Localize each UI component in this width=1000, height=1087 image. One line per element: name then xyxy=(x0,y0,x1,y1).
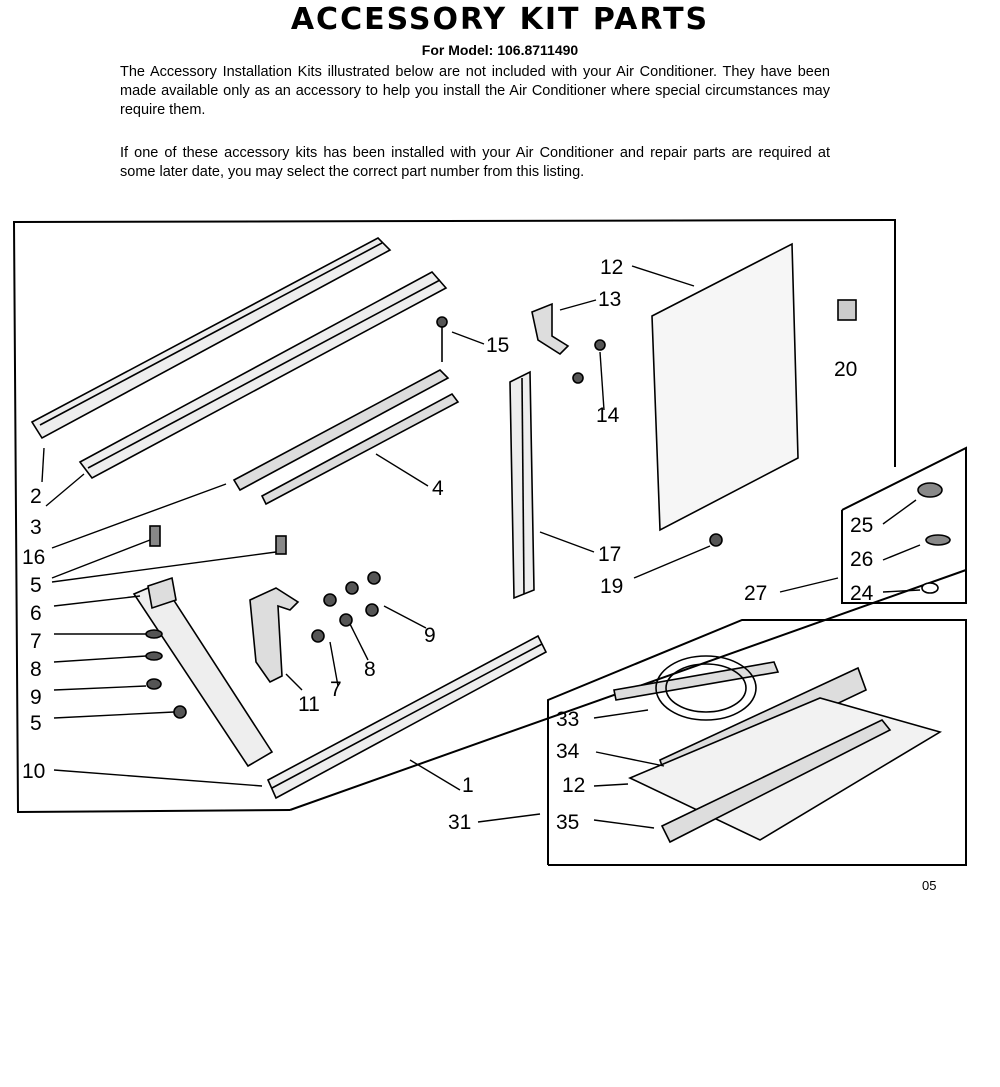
bracket-part-13 xyxy=(531,302,570,356)
callout-31: 31 xyxy=(448,811,471,834)
callout-34: 34 xyxy=(556,740,580,763)
strap-part-33 xyxy=(613,661,780,701)
callout-33: 33 xyxy=(556,708,579,731)
panel-part-12 xyxy=(651,242,799,532)
callout-5-lower: 5 xyxy=(30,712,42,735)
callout-35: 35 xyxy=(556,811,579,834)
rail-part-35 xyxy=(660,719,892,844)
page-code: 05 xyxy=(922,878,937,893)
callout-12-lower: 12 xyxy=(562,774,585,797)
callout-9-right: 9 xyxy=(424,624,436,647)
callout-27: 27 xyxy=(744,582,767,605)
callout-20: 20 xyxy=(834,358,857,381)
bracket-part-11 xyxy=(249,587,300,684)
callout-8: 8 xyxy=(30,658,42,681)
callout-1: 1 xyxy=(462,774,474,797)
sill-rail-part-1 xyxy=(266,634,548,800)
callout-2: 2 xyxy=(30,485,42,508)
rail-part-2 xyxy=(30,237,392,440)
callout-26: 26 xyxy=(850,548,873,571)
callout-7-right: 7 xyxy=(330,678,342,701)
rail-part-4b xyxy=(260,392,460,506)
page-title: ACCESSORY KIT PARTS xyxy=(290,2,710,37)
callout-14: 14 xyxy=(596,404,620,427)
callout-19: 19 xyxy=(600,575,623,598)
callout-25: 25 xyxy=(850,514,873,537)
repair-paragraph: If one of these accessory kits has been … xyxy=(120,145,830,180)
callout-6: 6 xyxy=(30,602,42,625)
post-part-17 xyxy=(509,370,535,600)
callout-13: 13 xyxy=(598,288,621,311)
callout-15: 15 xyxy=(486,334,509,357)
callout-16: 16 xyxy=(22,546,45,569)
callout-12: 12 xyxy=(600,256,623,279)
part-20 xyxy=(837,299,857,321)
callout-24: 24 xyxy=(850,582,874,605)
callout-17: 17 xyxy=(598,543,621,566)
lower-kit-box xyxy=(547,619,967,866)
callout-8-right: 8 xyxy=(364,658,376,681)
callout-11: 11 xyxy=(298,693,320,716)
callout-5: 5 xyxy=(30,574,42,597)
model-number: For Model: 106.8711490 xyxy=(421,42,579,58)
intro-paragraph: The Accessory Installation Kits illustra… xyxy=(120,64,830,118)
callout-10: 10 xyxy=(22,760,45,783)
callout-3: 3 xyxy=(30,516,42,539)
callout-4: 4 xyxy=(432,477,444,500)
callout-9: 9 xyxy=(30,686,42,709)
callout-7: 7 xyxy=(30,630,42,653)
rail-part-4a xyxy=(232,369,450,492)
hardware-kit-box xyxy=(841,446,967,604)
main-frame-outline xyxy=(12,218,896,814)
